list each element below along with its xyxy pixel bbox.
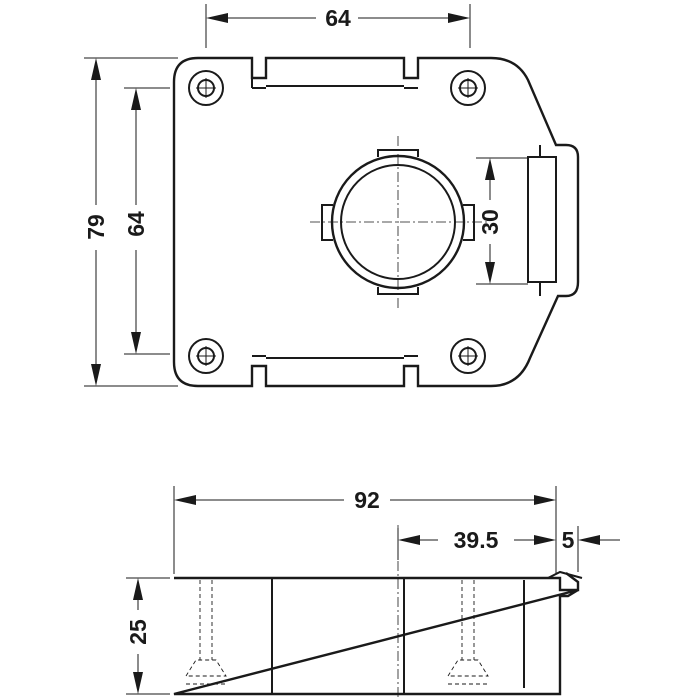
screw-hole-top-left [188, 70, 224, 106]
dim-bolt-projection: 5 [562, 526, 620, 572]
dim-cylinder-label: 30 [477, 209, 503, 235]
dim-overall-height: 79 [83, 57, 178, 387]
dim-overall-height-label: 79 [83, 214, 109, 240]
dim-hole-spacing: 64 [123, 87, 170, 355]
side-top-step [547, 570, 583, 579]
dim-depth-label: 25 [125, 619, 151, 645]
dim-top-width: 64 [205, 4, 471, 48]
screw-hole-top-right [450, 70, 486, 106]
dim-hole-spacing-label: 64 [123, 211, 149, 237]
dim-top-width-label: 64 [325, 5, 351, 31]
dim-overall-length: 92 [173, 486, 557, 574]
plate-outline [172, 56, 580, 388]
dim-depth: 25 [125, 577, 170, 695]
side-body-outline [173, 572, 580, 696]
side-view: 92 39.5 5 25 [125, 486, 620, 700]
bolt-housing-inner [527, 156, 557, 283]
dim-bolt-projection-label: 5 [562, 527, 575, 553]
screw-hole-bottom-right [450, 338, 486, 374]
cylinder-boss [310, 136, 488, 308]
screw-hole-bottom-left [188, 338, 224, 374]
dim-overall-length-label: 92 [354, 487, 380, 513]
hidden-screw-left [185, 580, 227, 685]
dim-offset-label: 39.5 [454, 527, 499, 553]
hidden-screw-right [447, 580, 489, 685]
top-view: 64 79 64 [83, 4, 580, 388]
dim-cylinder: 30 [476, 157, 528, 285]
dim-offset: 39.5 [397, 527, 556, 560]
